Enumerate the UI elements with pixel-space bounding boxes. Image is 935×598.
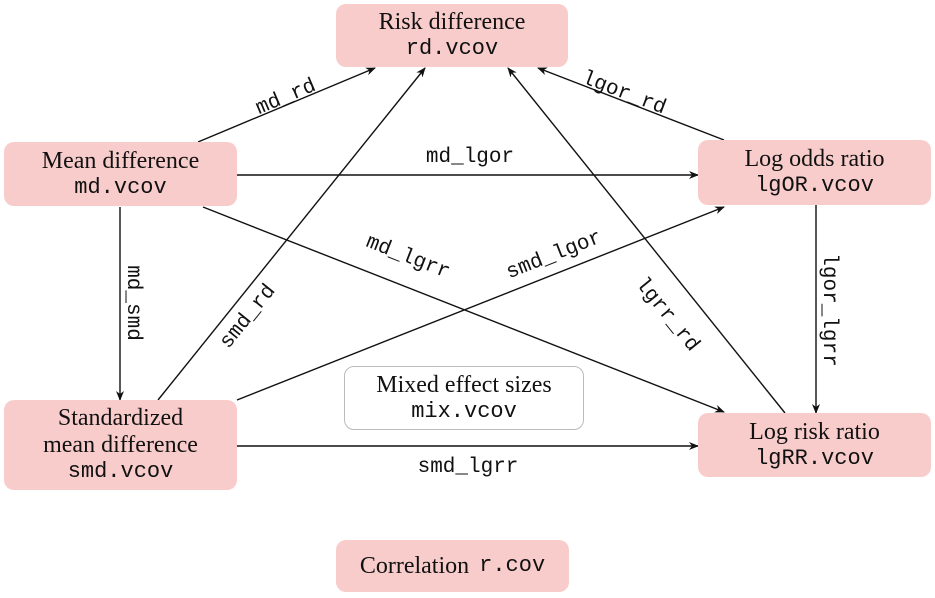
node-risk-difference: Risk difference rd.vcov xyxy=(336,4,568,67)
node-code: mix.vcov xyxy=(411,398,517,424)
node-title: Correlation xyxy=(359,552,470,579)
node-code: r.cov xyxy=(479,553,546,578)
node-correlation: Correlation r.cov xyxy=(336,540,569,592)
edge-label-md-rd: md_rd xyxy=(253,75,320,121)
node-code: md.vcov xyxy=(74,174,167,200)
edge-smd-rd xyxy=(157,67,426,401)
node-title: Mixed effect sizes xyxy=(376,371,552,398)
node-code: lgOR.vcov xyxy=(755,173,874,198)
node-mean-difference: Mean difference md.vcov xyxy=(4,142,237,206)
edge-label-lgrr-rd: lgrr_rd xyxy=(630,274,703,357)
node-title: Log odds ratio xyxy=(744,146,885,172)
edge-label-md-smd: md_smd xyxy=(121,265,144,341)
edge-lgrr-rd xyxy=(507,67,786,414)
edge-label-lgor-rd: lgor_rd xyxy=(578,67,669,120)
node-title: Mean difference xyxy=(41,147,200,174)
edge-label-md-lgor: md_lgor xyxy=(426,146,514,169)
node-title-line2: mean difference xyxy=(43,432,198,458)
edge-md-rd xyxy=(197,67,376,143)
edge-label-smd-lgor: smd_lgor xyxy=(503,227,605,286)
node-log-odds-ratio: Log odds ratio lgOR.vcov xyxy=(698,140,931,205)
node-title: Risk difference xyxy=(378,9,526,35)
node-code: rd.vcov xyxy=(405,36,499,61)
edge-lgor-rd xyxy=(537,67,725,141)
edge-label-lgor-lgrr: lgor_lgrr xyxy=(817,253,840,366)
node-title-line1: Standardized xyxy=(57,405,184,431)
edge-smd-lgor xyxy=(236,206,725,401)
node-standardized-mean-difference: Standardized mean difference smd.vcov xyxy=(4,400,237,490)
edge-label-md-lgrr: md_lgrr xyxy=(362,231,453,285)
node-log-risk-ratio: Log risk ratio lgRR.vcov xyxy=(698,413,931,477)
node-code: lgRR.vcov xyxy=(755,445,874,471)
node-code: smd.vcov xyxy=(67,459,174,484)
node-mixed-effect-sizes: Mixed effect sizes mix.vcov xyxy=(344,366,584,430)
edge-label-smd-lgrr: smd_lgrr xyxy=(418,456,519,479)
node-title: Log risk ratio xyxy=(749,418,880,445)
edge-label-smd-rd: smd_rd xyxy=(216,281,281,354)
